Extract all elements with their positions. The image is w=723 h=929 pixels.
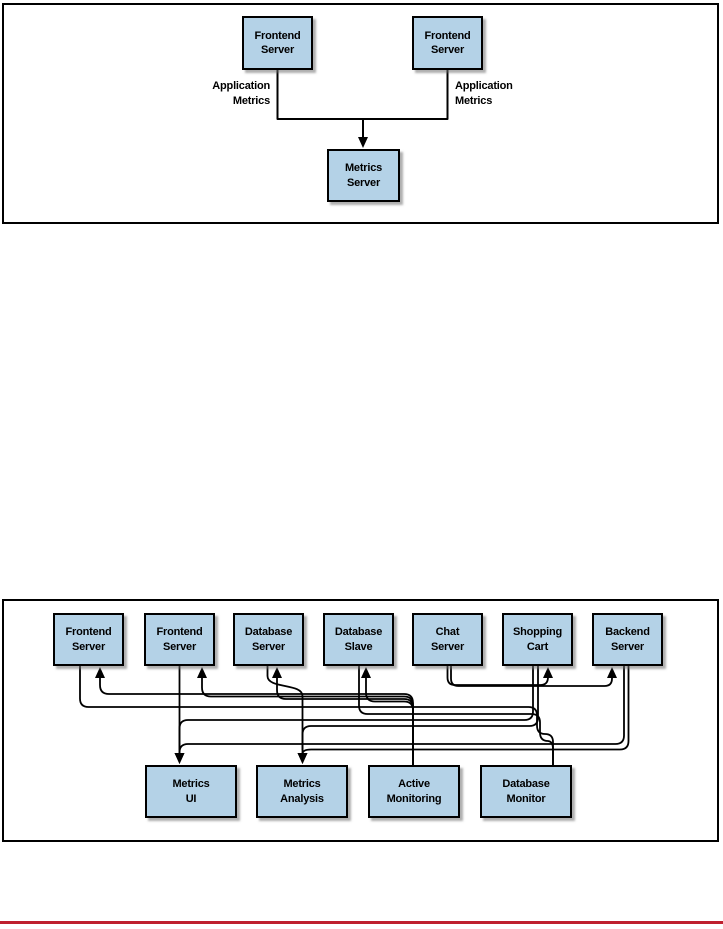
node-metrics-server: Metrics Server bbox=[327, 149, 400, 202]
node-frontend-server-right: Frontend Server bbox=[412, 16, 483, 70]
node-database-monitor: Database Monitor bbox=[480, 765, 572, 818]
page-bottom-rule bbox=[0, 921, 723, 924]
label-application-metrics-left: Application Metrics bbox=[212, 80, 270, 107]
node-frontend-server-2: Frontend Server bbox=[144, 613, 215, 666]
node-chat-server: Chat Server bbox=[412, 613, 483, 666]
node-frontend-server-1: Frontend Server bbox=[53, 613, 124, 666]
node-database-slave: Database Slave bbox=[323, 613, 394, 666]
node-metrics-analysis: Metrics Analysis bbox=[256, 765, 348, 818]
node-backend-server: Backend Server bbox=[592, 613, 663, 666]
label-application-metrics-right: Application Metrics bbox=[455, 80, 513, 107]
node-database-server: Database Server bbox=[233, 613, 304, 666]
node-metrics-ui: Metrics UI bbox=[145, 765, 237, 818]
node-shopping-cart: Shopping Cart bbox=[502, 613, 573, 666]
node-active-monitoring: Active Monitoring bbox=[368, 765, 460, 818]
node-frontend-server-left: Frontend Server bbox=[242, 16, 313, 70]
